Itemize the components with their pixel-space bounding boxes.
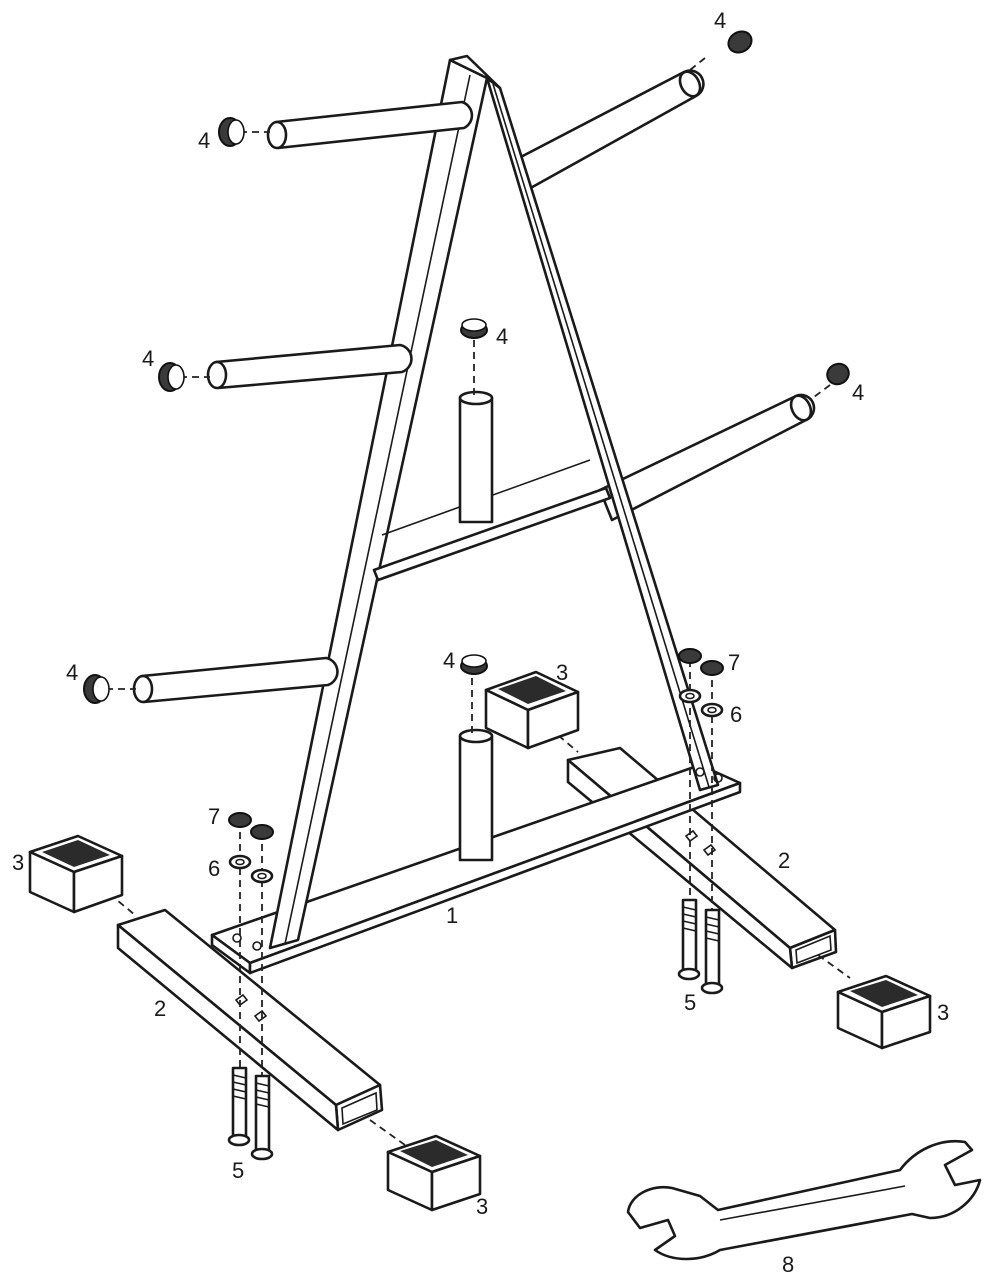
- nut-icon: [228, 648, 724, 840]
- label-end-cap-round: 4: [496, 324, 508, 349]
- label-end-cap-square: 3: [476, 1194, 488, 1219]
- label-washer: 6: [208, 856, 220, 881]
- peg-lower-right: [598, 393, 816, 522]
- label-end-cap-square: 3: [937, 1000, 949, 1025]
- label-end-cap-round: 4: [142, 346, 154, 371]
- label-end-cap-round: 4: [198, 128, 210, 153]
- label-nut: 7: [208, 804, 220, 829]
- label-base-tube: 2: [778, 848, 790, 873]
- label-washer: 6: [730, 702, 742, 727]
- part-labels: 1 2 2 3 3 3 3 4 4 4 4 4 4 4 5 5 6 6 7 7 …: [12, 8, 949, 1277]
- peg-lower-left: [132, 656, 339, 704]
- round-end-cap-icon: [83, 30, 850, 704]
- label-end-cap-round: 4: [714, 8, 726, 33]
- peg-upper-left: [266, 100, 474, 150]
- bolt-icon: [227, 898, 724, 1161]
- label-wrench: 8: [782, 1252, 794, 1277]
- label-nut: 7: [728, 650, 740, 675]
- label-bolt: 5: [232, 1158, 244, 1183]
- label-base-tube: 2: [154, 996, 166, 1021]
- label-end-cap-square: 3: [556, 660, 568, 685]
- label-end-cap-round: 4: [852, 380, 864, 405]
- washer-icon: [228, 688, 724, 884]
- label-bolt: 5: [684, 990, 696, 1015]
- label-frame: 1: [446, 903, 458, 928]
- base-tube-left: [116, 908, 384, 1132]
- label-end-cap-square: 3: [12, 850, 24, 875]
- peg-upper-right: [513, 69, 705, 192]
- a-frame: [210, 54, 742, 975]
- square-end-cap-icon: [28, 670, 932, 1212]
- wrench-icon: [626, 1139, 982, 1261]
- label-end-cap-round: 4: [66, 660, 78, 685]
- label-end-cap-round: 4: [443, 648, 455, 673]
- peg-middle-left: [206, 343, 413, 390]
